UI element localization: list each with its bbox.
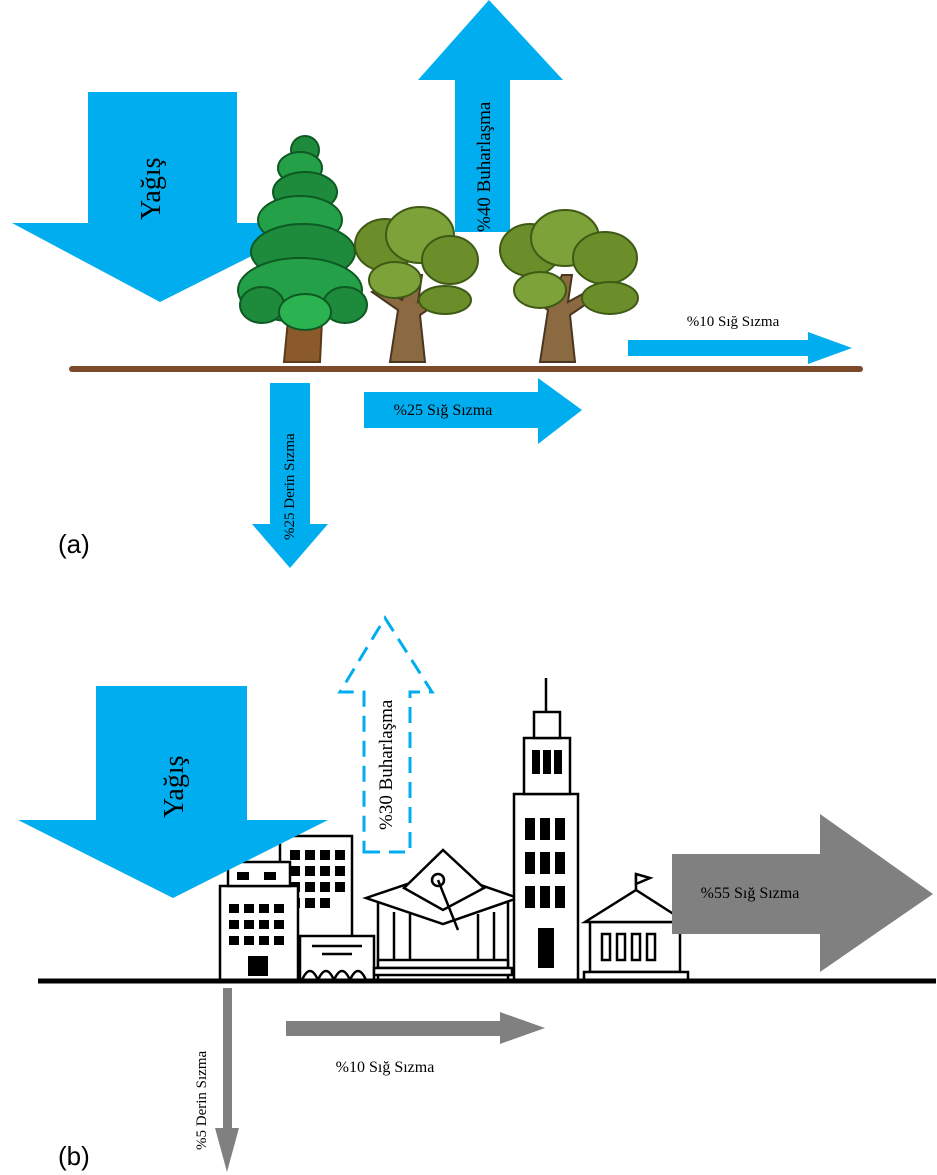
panel-label-b: (b) [58, 1141, 90, 1171]
panel-a: %40 Buharlaşma Yağış [12, 0, 863, 568]
deep-infiltration-arrow-b [215, 988, 239, 1172]
deciduous-tree-1 [354, 206, 479, 363]
panel-label-a: (a) [58, 529, 90, 559]
city-buildings [218, 678, 691, 984]
runoff-label-b: %55 Sığ Sızma [701, 885, 800, 902]
surface-flow-label-a: %10 Sığ Sızma [687, 314, 780, 330]
precipitation-label-a: Yağış [136, 157, 167, 220]
deep-infiltration-label-a: %25 Derin Sızma [282, 433, 298, 540]
conifer-tree [237, 135, 368, 363]
surface-flow-arrow-a [628, 332, 852, 364]
shallow-infiltration-arrow-a [364, 378, 582, 444]
shallow-infiltration-label-a: %25 Sığ Sızma [394, 402, 493, 419]
deep-infiltration-arrow-a [252, 383, 328, 568]
evaporation-label-a: %40 Buharlaşma [474, 101, 495, 232]
deep-infiltration-label-b: %5 Derin Sızma [194, 1051, 210, 1150]
evaporation-arrow-a [418, 0, 563, 232]
evaporation-label-b: %30 Buharlaşma [376, 699, 397, 830]
deciduous-tree-2 [499, 209, 639, 363]
precipitation-label-b: Yağış [159, 755, 190, 818]
shallow-infiltration-arrow-b [286, 1012, 545, 1044]
runoff-arrow-b [672, 814, 933, 972]
precipitation-arrow-a [12, 92, 317, 302]
panel-b: %30 Buharlaşma [18, 615, 936, 1172]
precipitation-arrow-b [18, 686, 328, 898]
shallow-infiltration-label-b: %10 Sığ Sızma [336, 1059, 435, 1076]
